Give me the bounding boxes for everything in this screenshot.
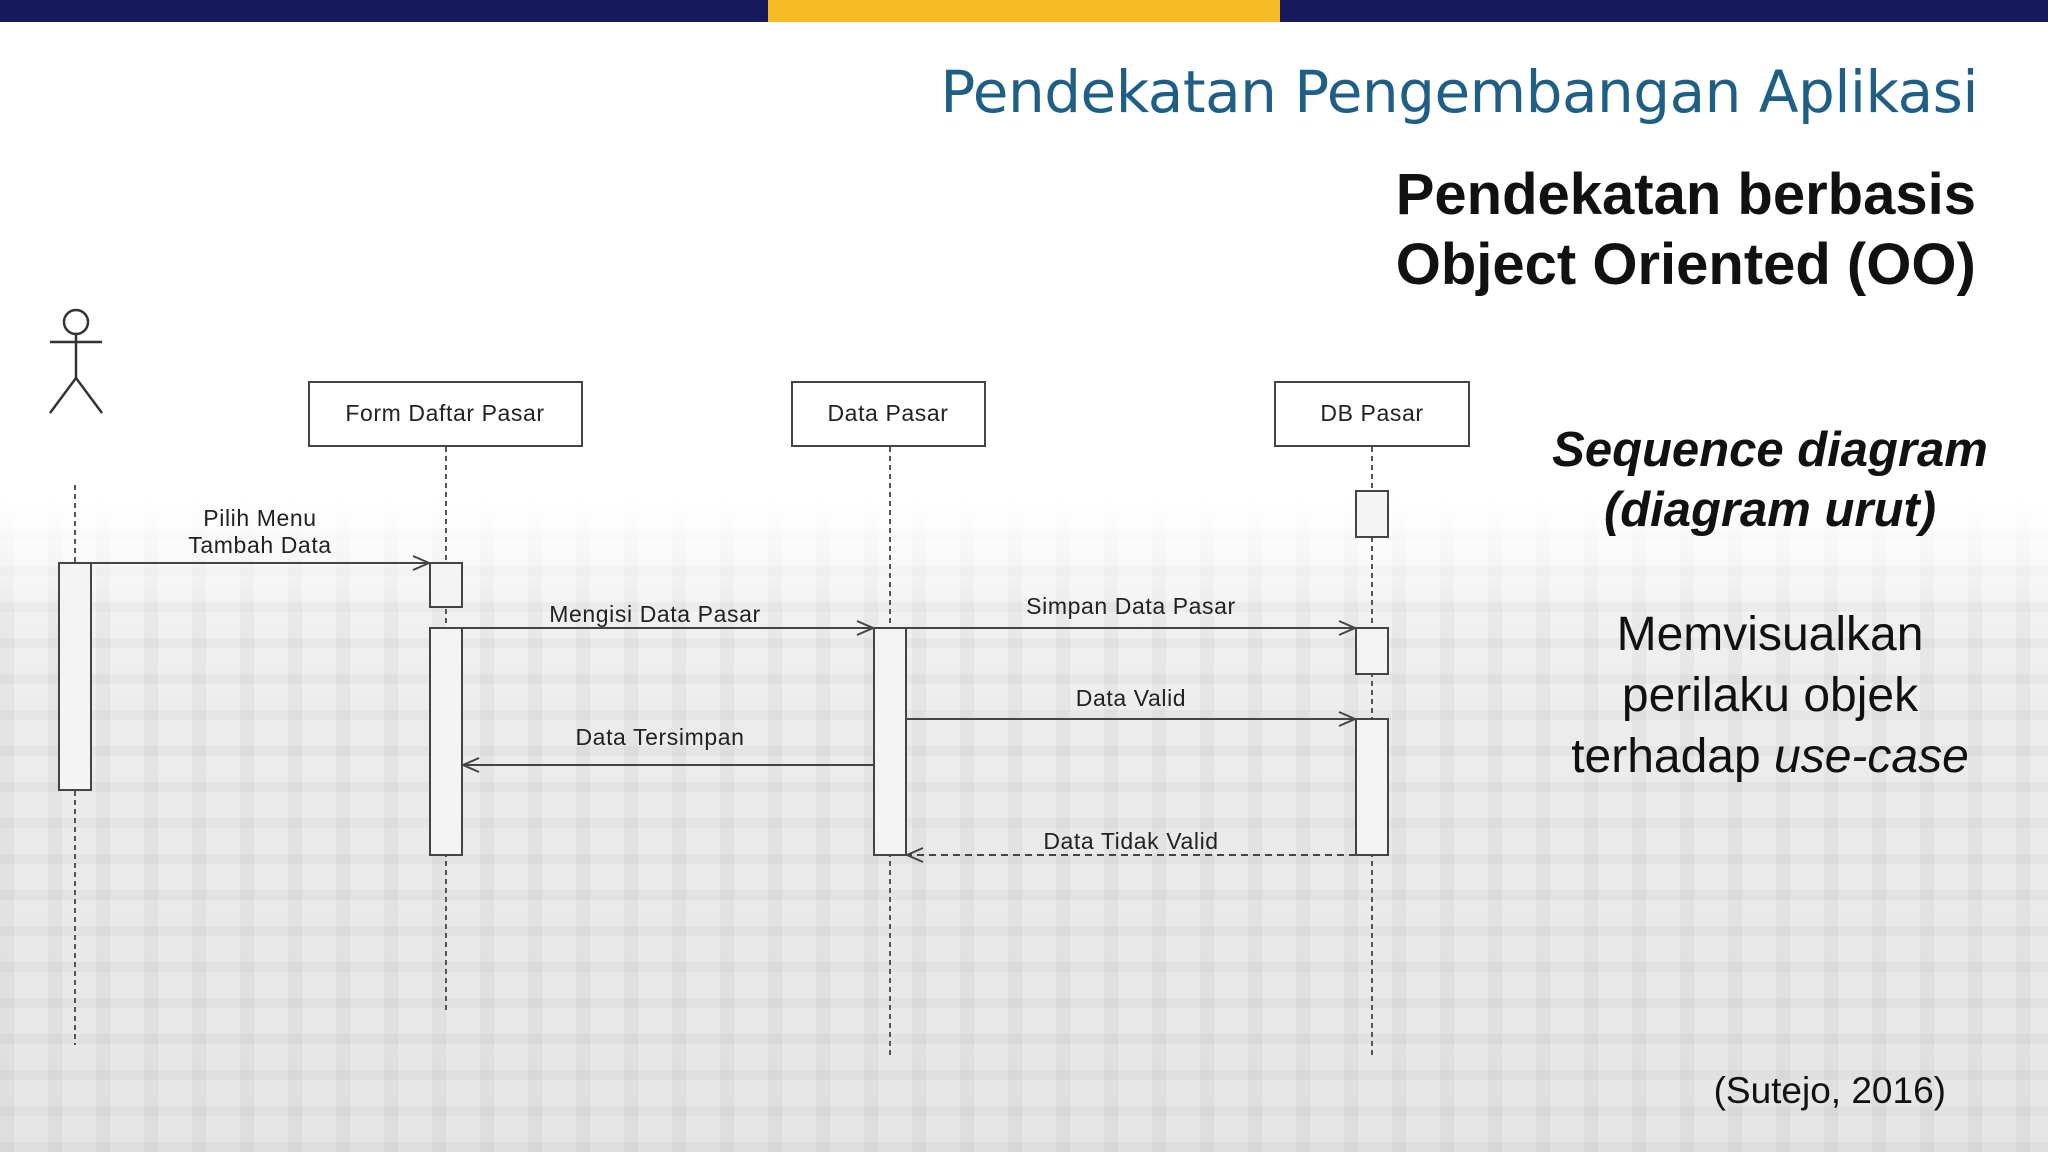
lifeline-box-data-pasar: Data Pasar xyxy=(791,381,986,447)
top-bar-accent xyxy=(768,0,1280,22)
top-bar-left xyxy=(0,0,768,22)
lifeline-label-db-pasar: DB Pasar xyxy=(1320,400,1423,426)
message-label-data-tersimpan: Data Tersimpan xyxy=(575,724,744,750)
slide-title: Pendekatan Pengembangan Aplikasi xyxy=(940,58,1978,126)
activation-form-2 xyxy=(429,627,463,856)
activation-actor xyxy=(58,562,92,791)
citation: (Sutejo, 2016) xyxy=(1713,1070,1946,1111)
top-bar-right xyxy=(1280,0,2048,22)
description-line-1: Memvisualkan xyxy=(1616,608,1924,661)
message-label-data-valid: Data Valid xyxy=(1076,685,1186,711)
sd-heading-line-2: (diagram urut) xyxy=(1603,483,1937,537)
description-text: Memvisualkan perilaku objek terhadap use… xyxy=(1490,604,2048,787)
description-line-3: terhadap use-case xyxy=(1490,726,2048,787)
subtitle-line-2: Object Oriented (OO) xyxy=(1395,232,1976,297)
message-label-pilih-menu-line1: Pilih Menu xyxy=(203,505,316,531)
lifeline-label-data-pasar: Data Pasar xyxy=(827,400,948,426)
sequence-diagram-heading: Sequence diagram (diagram urut) xyxy=(1490,420,2048,540)
top-color-bar xyxy=(0,0,2048,22)
activation-db-1 xyxy=(1355,490,1389,538)
activation-db-2 xyxy=(1355,627,1389,675)
message-label-mengisi-data-pasar: Mengisi Data Pasar xyxy=(549,601,761,627)
actor-icon xyxy=(48,308,104,414)
lifeline-box-form-daftar-pasar: Form Daftar Pasar xyxy=(308,381,583,447)
description-line-3-prefix: terhadap xyxy=(1571,730,1775,783)
sd-heading-line-1: Sequence diagram xyxy=(1552,423,1988,477)
activation-data-pasar xyxy=(873,627,907,856)
message-label-pilih-menu-line2: Tambah Data xyxy=(188,532,331,558)
slide-subtitle: Pendekatan berbasis Object Oriented (OO) xyxy=(1396,160,1976,300)
lifeline-label-form-daftar-pasar: Form Daftar Pasar xyxy=(345,400,544,426)
description-line-2: perilaku objek xyxy=(1621,669,1919,722)
background-fade xyxy=(0,500,2048,620)
activation-db-3 xyxy=(1355,718,1389,856)
message-label-data-tidak-valid: Data Tidak Valid xyxy=(1043,828,1218,854)
activation-form-1 xyxy=(429,562,463,608)
description-line-3-emphasis: use-case xyxy=(1774,730,1969,783)
message-label-simpan-data-pasar: Simpan Data Pasar xyxy=(1026,593,1236,619)
lifeline-box-db-pasar: DB Pasar xyxy=(1274,381,1470,447)
subtitle-line-1: Pendekatan berbasis xyxy=(1395,162,1976,227)
